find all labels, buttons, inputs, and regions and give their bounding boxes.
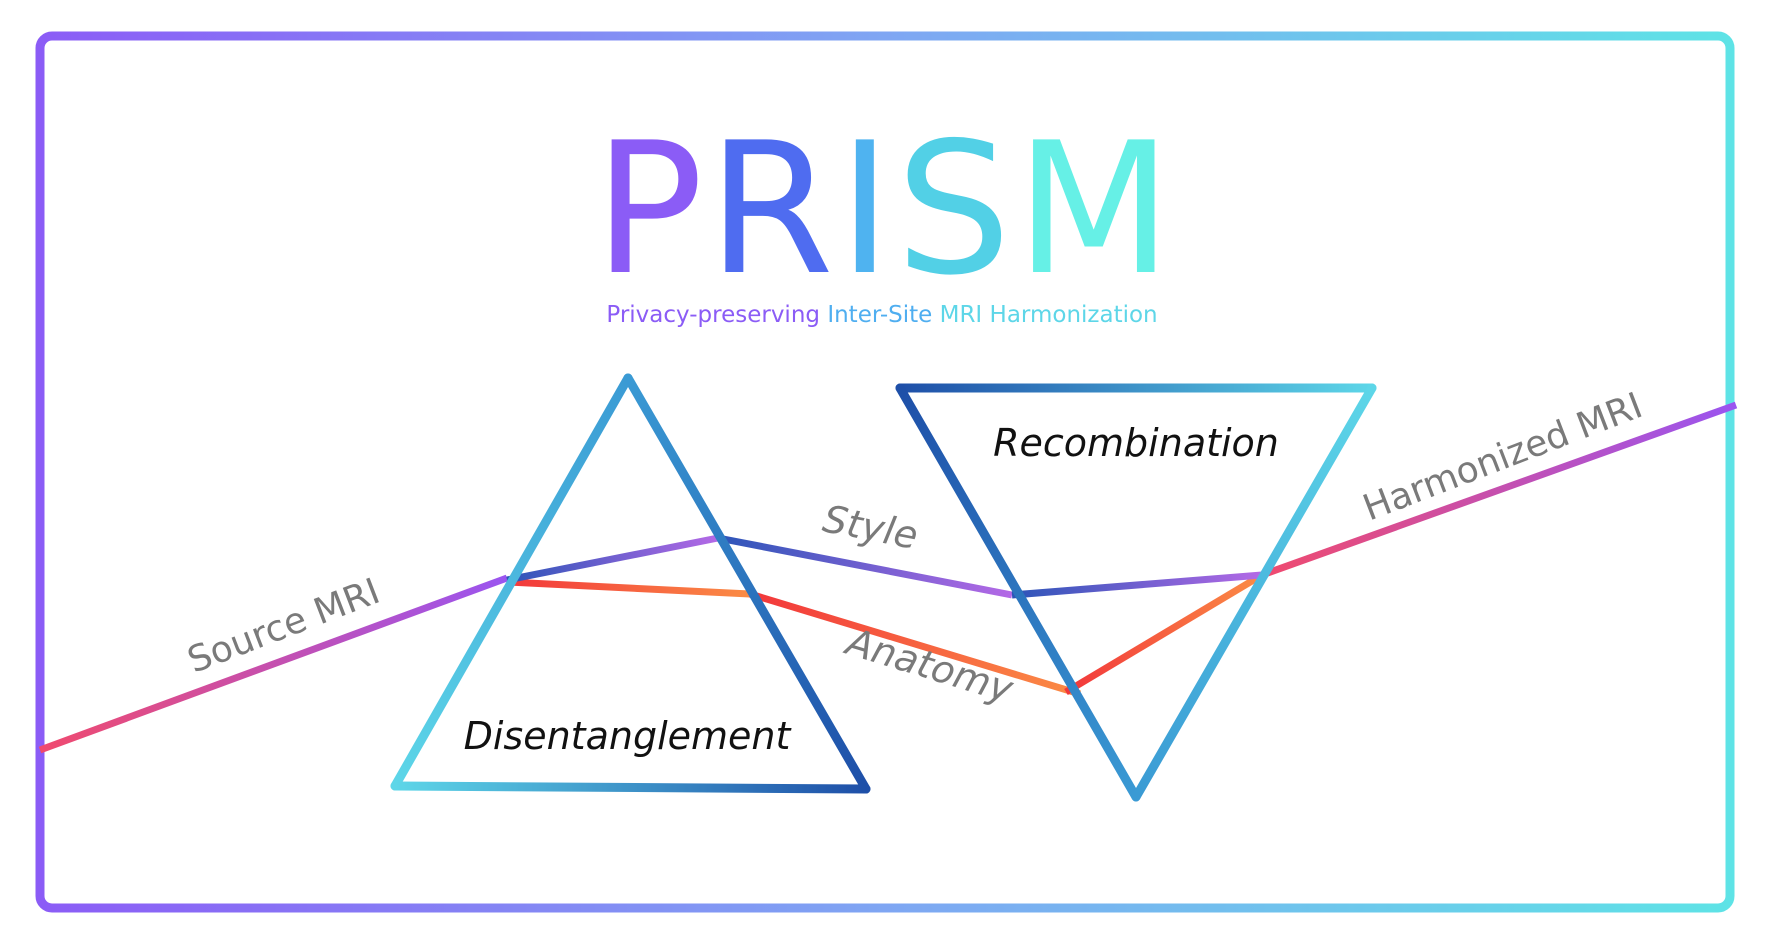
title-letter-m: M: [1015, 103, 1176, 315]
style-path-segment-2: [717, 534, 1013, 599]
subtitle: Privacy-preserving Inter-Site MRI Harmon…: [606, 302, 1157, 328]
disentanglement-prism: [390, 373, 871, 794]
anatomy-path-segment-1: [506, 578, 751, 598]
anatomy-path-segment-2: [748, 590, 1082, 698]
prism2-right-edge: [1131, 383, 1377, 802]
label-harmonized-mri: Harmonized MRI: [1358, 385, 1648, 529]
label-style: Style: [819, 497, 921, 558]
style-path-segment-1: [506, 534, 719, 584]
title-letter-p: P: [594, 103, 708, 315]
title-letter-i: I: [838, 103, 896, 315]
recombination-prism: [895, 383, 1377, 802]
title-letter-s: S: [896, 103, 1016, 315]
prism2-left-edge: [895, 383, 1141, 802]
source-ray: [38, 574, 509, 754]
title-letter-r: R: [708, 103, 838, 315]
style-path-segment-3: [1011, 571, 1263, 599]
prism1-right-edge: [623, 373, 871, 794]
anatomy-path-segment-3: [1064, 571, 1264, 696]
subtitle-part-intersite: Inter-Site: [827, 302, 939, 328]
prism1-base-edge: [390, 781, 871, 794]
label-anatomy: Anatomy: [839, 619, 1019, 712]
subtitle-part-harmonization: MRI Harmonization: [940, 302, 1158, 328]
label-recombination: Recombination: [993, 421, 1279, 465]
prism1-left-edge: [390, 373, 633, 791]
outer-frame: [35, 31, 1735, 913]
label-source-mri: Source MRI: [182, 571, 385, 682]
harmonized-ray: [1260, 401, 1738, 579]
label-disentanglement: Disentanglement: [464, 714, 793, 758]
subtitle-part-privacy: Privacy-preserving: [606, 302, 827, 328]
page-title: PRISM: [594, 103, 1176, 315]
